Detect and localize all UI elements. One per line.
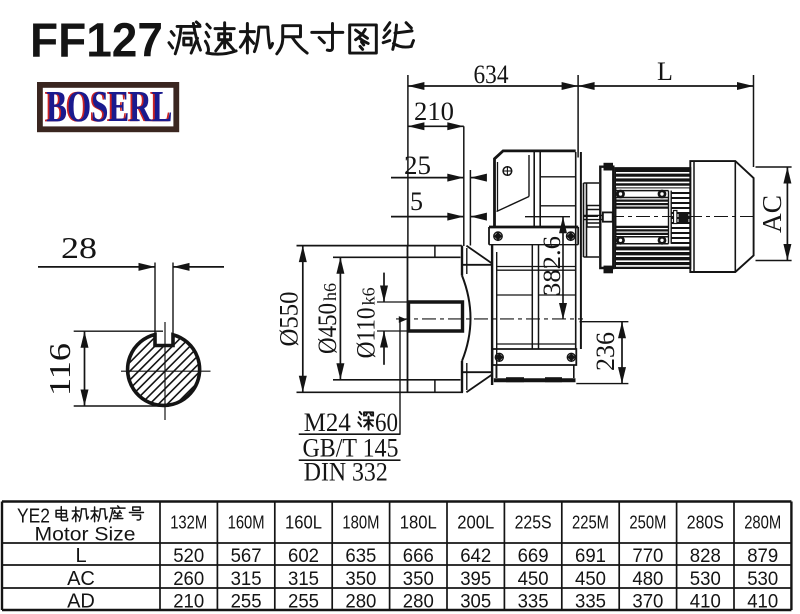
svg-text:25: 25 bbox=[404, 151, 431, 180]
svg-text:395: 395 bbox=[460, 568, 491, 590]
svg-text:280: 280 bbox=[403, 591, 434, 613]
svg-text:AD: AD bbox=[67, 591, 95, 613]
svg-text:567: 567 bbox=[231, 545, 262, 567]
svg-text:Motor Size: Motor Size bbox=[35, 525, 136, 546]
svg-text:180M: 180M bbox=[342, 512, 379, 533]
svg-text:410: 410 bbox=[690, 591, 721, 613]
svg-text:236: 236 bbox=[591, 332, 620, 371]
svg-text:480: 480 bbox=[632, 568, 663, 590]
svg-text:210: 210 bbox=[414, 97, 454, 126]
svg-text:350: 350 bbox=[345, 568, 376, 590]
svg-text:28: 28 bbox=[61, 230, 97, 265]
svg-text:L: L bbox=[75, 545, 86, 567]
svg-text:350: 350 bbox=[403, 568, 434, 590]
svg-text:Ø110: Ø110 bbox=[352, 307, 381, 358]
svg-text:YE2: YE2 bbox=[17, 506, 50, 528]
svg-text:669: 669 bbox=[518, 545, 549, 567]
svg-text:BOSERL: BOSERL bbox=[45, 82, 171, 131]
svg-text:FF127: FF127 bbox=[30, 15, 163, 68]
svg-text:828: 828 bbox=[690, 545, 721, 567]
svg-text:210: 210 bbox=[173, 591, 204, 613]
svg-text:410: 410 bbox=[747, 591, 778, 613]
svg-text:116: 116 bbox=[42, 343, 77, 396]
svg-text:AC: AC bbox=[757, 195, 787, 233]
svg-text:634: 634 bbox=[474, 60, 509, 89]
svg-text:255: 255 bbox=[288, 591, 319, 613]
svg-text:635: 635 bbox=[345, 545, 376, 567]
svg-text:k6: k6 bbox=[359, 287, 379, 305]
svg-text:180L: 180L bbox=[400, 512, 437, 533]
svg-text:642: 642 bbox=[460, 545, 491, 567]
svg-text:370: 370 bbox=[632, 591, 663, 613]
svg-text:335: 335 bbox=[518, 591, 549, 613]
svg-text:225M: 225M bbox=[572, 512, 609, 533]
svg-text:770: 770 bbox=[632, 545, 663, 567]
svg-text:Ø550: Ø550 bbox=[275, 292, 304, 347]
svg-text:260: 260 bbox=[173, 568, 204, 590]
svg-text:L: L bbox=[657, 57, 673, 86]
svg-text:280: 280 bbox=[345, 591, 376, 613]
svg-text:879: 879 bbox=[747, 545, 778, 567]
svg-text:225S: 225S bbox=[515, 512, 552, 533]
svg-text:335: 335 bbox=[575, 591, 606, 613]
svg-text:160L: 160L bbox=[285, 512, 322, 533]
svg-text:h6: h6 bbox=[320, 283, 340, 301]
svg-text:305: 305 bbox=[460, 591, 491, 613]
svg-text:DIN 332: DIN 332 bbox=[304, 458, 388, 487]
svg-text:255: 255 bbox=[231, 591, 262, 613]
svg-text:602: 602 bbox=[288, 545, 319, 567]
svg-text:132M: 132M bbox=[170, 512, 207, 533]
svg-text:691: 691 bbox=[575, 545, 606, 567]
svg-text:280S: 280S bbox=[687, 512, 724, 533]
svg-text:250M: 250M bbox=[629, 512, 666, 533]
svg-text:280M: 280M bbox=[744, 512, 781, 533]
svg-text:382.6: 382.6 bbox=[539, 236, 566, 296]
svg-text:315: 315 bbox=[288, 568, 319, 590]
svg-text:450: 450 bbox=[575, 568, 606, 590]
svg-text:M24: M24 bbox=[304, 408, 351, 437]
svg-text:450: 450 bbox=[518, 568, 549, 590]
svg-text:GB/T 145: GB/T 145 bbox=[303, 434, 399, 463]
svg-text:BOSERL: BOSERL bbox=[46, 82, 172, 131]
svg-text:60: 60 bbox=[375, 408, 398, 437]
svg-text:315: 315 bbox=[231, 568, 262, 590]
svg-text:Ø450: Ø450 bbox=[313, 303, 342, 354]
svg-text:530: 530 bbox=[747, 568, 778, 590]
svg-text:530: 530 bbox=[690, 568, 721, 590]
svg-text:5: 5 bbox=[410, 187, 423, 216]
svg-text:666: 666 bbox=[403, 545, 434, 567]
svg-text:520: 520 bbox=[173, 545, 204, 567]
svg-text:200L: 200L bbox=[457, 512, 494, 533]
svg-text:160M: 160M bbox=[228, 512, 265, 533]
svg-text:AC: AC bbox=[67, 568, 95, 590]
